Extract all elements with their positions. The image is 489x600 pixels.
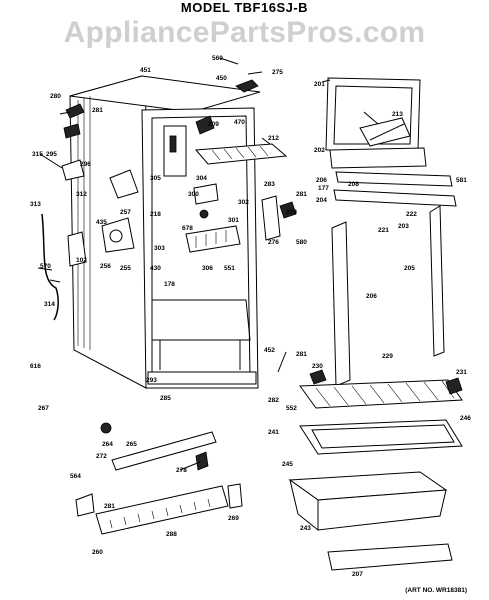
callout-label: 201 [314,81,325,88]
callout-label: 212 [268,135,279,142]
callout-label: 269 [228,515,239,522]
wire-shelf [299,369,463,409]
left-parts [41,103,139,321]
callout-label: 281 [92,107,103,114]
callout-label: 303 [154,245,165,252]
callout-label: 301 [228,217,239,224]
callout-label: 245 [282,461,293,468]
callout-label: 229 [382,353,393,360]
leader-lines [37,57,379,471]
callout-label: 552 [286,405,297,412]
callout-label: 230 [312,363,323,370]
callout-label: 282 [268,397,279,404]
callout-label: 314 [44,301,55,308]
callout-label: 306 [202,265,213,272]
callout-label: 279 [286,209,297,216]
callout-label: 213 [392,111,403,118]
callout-label: 283 [264,181,275,188]
callout-label: 302 [238,199,249,206]
callout-label: 678 [182,225,193,232]
callout-label: 281 [296,351,307,358]
callout-label: 281 [296,191,307,198]
callout-label: 276 [268,239,279,246]
crisper-pan [288,471,448,532]
callout-label: 580 [296,239,307,246]
callout-label: 300 [188,191,199,198]
callout-label: 209 [208,121,219,128]
callout-label: 616 [30,363,41,370]
callout-label: 222 [406,211,417,218]
callout-label: 257 [120,209,131,216]
callout-label: 231 [456,369,467,376]
callout-label: 246 [460,415,471,422]
callout-label: 275 [272,69,283,76]
callout-label: 102 [76,257,87,264]
callout-label: 280 [50,93,61,100]
callout-label: 281 [104,503,115,510]
callout-label: 305 [150,175,161,182]
callout-label: 267 [38,405,49,412]
door [325,77,457,387]
callout-label: 241 [268,429,279,436]
art-number: (ART NO. WR18381) [405,587,467,594]
callout-label: 312 [76,191,87,198]
callout-label: 265 [126,441,137,448]
callout-label: 451 [140,67,151,74]
callout-label: 243 [300,525,311,532]
callout-label: 221 [378,227,389,234]
callout-label: 203 [398,223,409,230]
callout-label: 205 [404,265,415,272]
callout-label: 178 [164,281,175,288]
callout-label: 202 [314,147,325,154]
diagram-title: MODEL TBF16SJ-B [180,0,309,15]
callout-label: 272 [96,453,107,460]
callout-labels: 560 451 450 275 201 280 281 213 470 209 … [30,55,471,578]
cabinet [69,75,261,389]
callout-label: 551 [224,265,235,272]
callout-label: 256 [100,263,111,270]
callout-label: 293 [146,377,157,384]
callout-label: 264 [102,441,113,448]
callout-label: 430 [150,265,161,272]
callout-label: 296 [80,161,91,168]
callout-label: 206 [316,177,327,184]
callout-label: 304 [196,175,207,182]
callout-label: 564 [70,473,81,480]
callout-label: 435 [96,219,107,226]
callout-label: 218 [150,211,161,218]
callout-label: 278 [176,467,187,474]
callout-label: 570 [40,263,51,270]
callout-label: 313 [30,201,41,208]
freezer-shelf [194,143,288,165]
callout-label: 207 [352,571,363,578]
watermark: AppliancePartsPros.com [63,16,426,49]
callout-label: 452 [264,347,275,354]
callout-label: 295 [46,151,57,158]
callout-label: 206 [366,293,377,300]
door-bin [327,543,453,571]
callout-label: 581 [456,177,467,184]
callout-label: 315 [32,151,43,158]
center-parts [185,115,297,253]
callout-label: 208 [348,181,359,188]
callout-label: 285 [160,395,171,402]
callout-label: 450 [216,75,227,82]
callout-label: 204 [316,197,327,204]
callout-label: 560 [212,55,223,62]
callout-label: 260 [92,549,103,556]
lower-left-parts [75,422,243,535]
callout-label: 177 [318,185,329,192]
callout-label: 255 [120,265,131,272]
crisper-cover [299,419,463,455]
callout-label: 470 [234,119,245,126]
callout-label: 288 [166,531,177,538]
